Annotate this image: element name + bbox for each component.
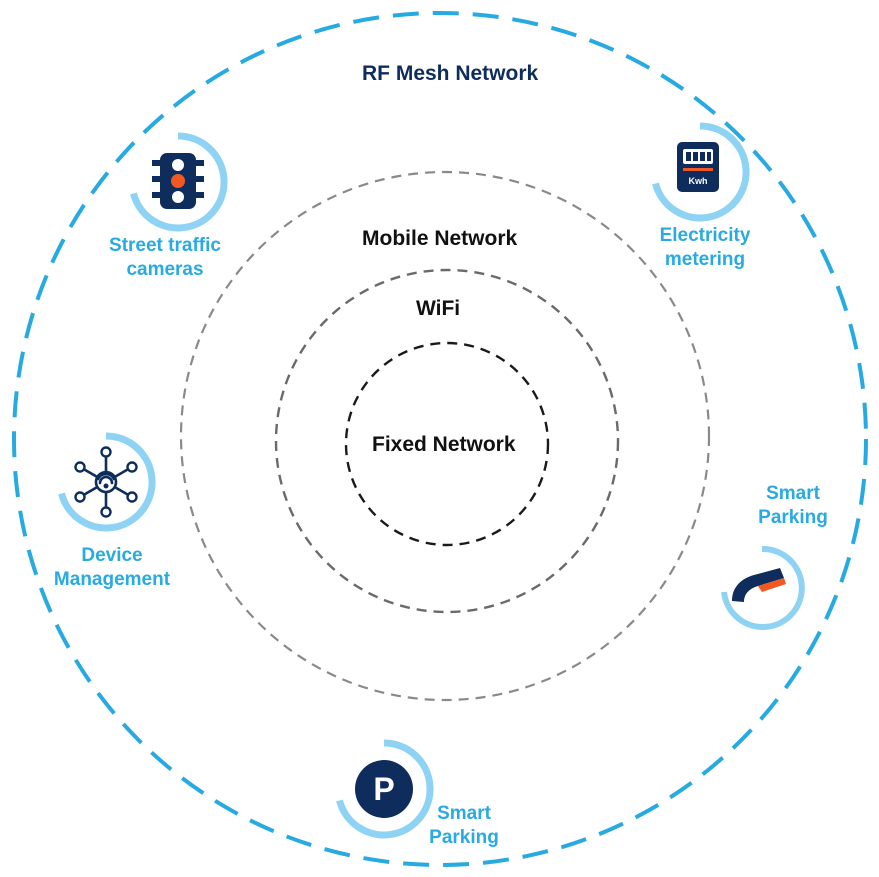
parking-sensor-line1: Smart [766,483,820,504]
parking-sign-line1: Smart [437,803,491,824]
electricity-meter-icon: Kwh [652,122,750,222]
meter-kwh-text: Kwh [689,176,708,186]
parking-sign-icon: P [336,739,434,839]
smart-parking-sign-label: Smart Parking [418,802,510,850]
mobile-network-label: Mobile Network [362,227,518,250]
street-traffic-cameras-label: Street traffic cameras [98,234,232,282]
street-traffic-line2: cameras [126,259,204,280]
device-mgmt-line1: Device [81,545,143,566]
rf-mesh-ring [12,11,868,867]
parking-sign-line2: Parking [429,827,499,848]
network-hub-icon [58,432,156,532]
street-traffic-line1: Street traffic [109,235,221,256]
smart-parking-sensor-label: Smart Parking [752,482,834,530]
wifi-label: WiFi [416,297,461,320]
fixed-network-label: Fixed Network [372,433,516,456]
device-mgmt-line2: Management [53,569,171,590]
traffic-light-icon [130,132,228,232]
device-management-label: Device Management [44,544,180,592]
fixed-network-ring [344,341,550,547]
mobile-network-ring [179,170,711,702]
parking-sensor-line2: Parking [758,507,828,528]
electricity-metering-label: Electricity metering [642,224,768,272]
electricity-line2: metering [664,249,746,270]
rf-mesh-network-label: RF Mesh Network [362,62,539,85]
parking-sign-letter: P [373,771,394,807]
wifi-ring [274,268,620,614]
parking-sensor-icon [721,545,805,630]
electricity-line1: Electricity [659,225,751,246]
